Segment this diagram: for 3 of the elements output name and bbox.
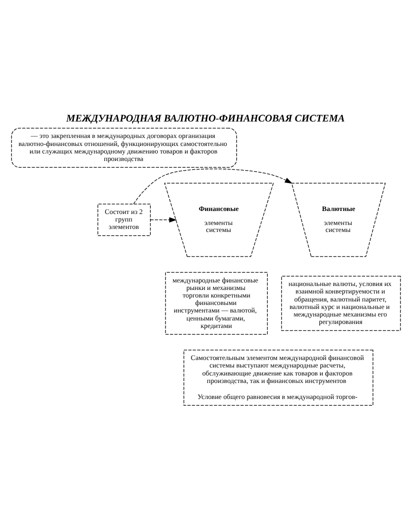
arrow [150, 216, 176, 222]
arrow [132, 168, 292, 204]
diagram-title: МЕЖДУНАРОДНАЯ ВАЛЮТНО-ФИНАНСОВАЯ СИСТЕМА [66, 113, 344, 124]
